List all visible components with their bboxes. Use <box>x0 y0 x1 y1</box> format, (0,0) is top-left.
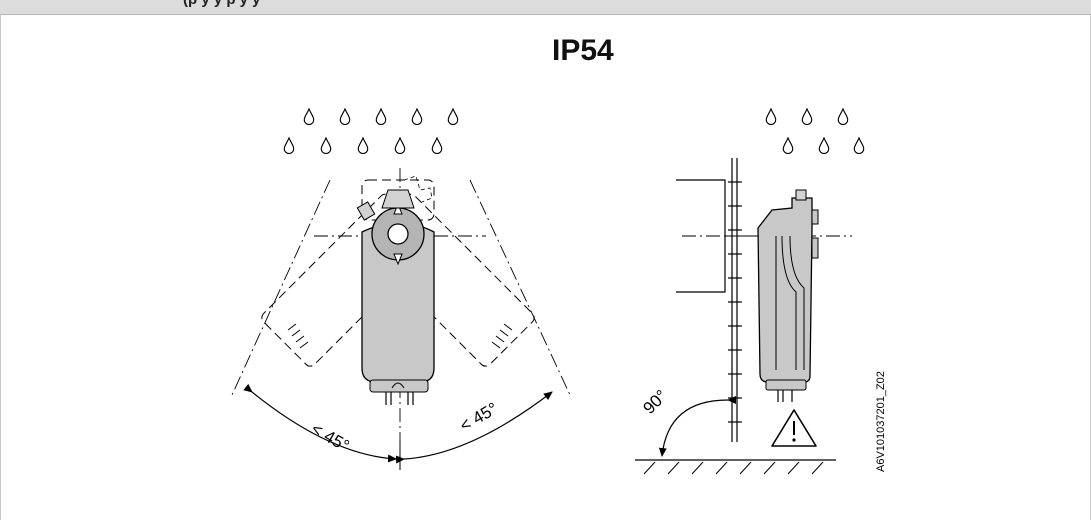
frame-border-left <box>0 15 1 520</box>
top-bar: (p y y p y y <box>0 0 1091 15</box>
cropped-header-text: (p y y p y y <box>183 0 261 8</box>
actuator-front-view <box>231 168 571 470</box>
rain-drops-left <box>283 108 459 154</box>
protection-class-title: IP54 <box>552 34 614 67</box>
actuator-side-view <box>635 158 852 475</box>
rain-drops-right <box>765 108 865 154</box>
warning-triangle-icon <box>771 409 817 447</box>
document-code: A6V101037201_Z02 <box>875 371 887 472</box>
angle-label-left: < 45° <box>308 419 352 456</box>
angle-label-90: 90° <box>639 386 671 418</box>
